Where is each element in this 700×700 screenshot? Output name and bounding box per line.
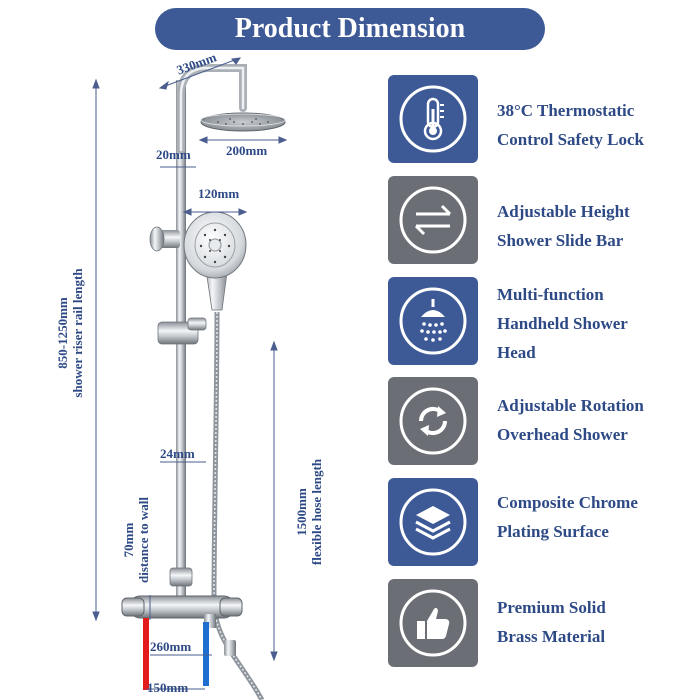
hose-length-value: 1500mm — [294, 488, 309, 536]
feature-icon-tile — [388, 377, 478, 465]
page-title: Product Dimension — [155, 8, 545, 50]
rotate-icon — [399, 387, 467, 455]
handheld-diameter-label: 120mm — [198, 186, 240, 201]
feature-line: Adjustable Height — [497, 202, 630, 221]
feature-3-text: Multi-function Handheld Shower Head — [497, 280, 697, 367]
feature-6-text: Premium Solid Brass Material — [497, 593, 697, 651]
rail-length-label: 850-1250mm shower riser rail length — [55, 223, 85, 443]
hose-length-label: 1500mm flexible hose length — [294, 437, 324, 587]
shower-system-illustration — [92, 57, 288, 700]
head-diameter-label: 200mm — [226, 143, 268, 158]
outlet-spacing-label: 260mm — [150, 639, 192, 654]
inlet-spacing-label: 150mm — [147, 680, 189, 695]
feature-line: Plating Surface — [497, 522, 609, 541]
feature-line: Brass Material — [497, 627, 606, 646]
feature-line: Adjustable Rotation — [497, 396, 644, 415]
feature-icon-tile — [388, 176, 478, 264]
rail-length-value: 850-1250mm — [55, 297, 70, 369]
feature-line: Shower Slide Bar — [497, 231, 624, 250]
feature-5-text: Composite Chrome Plating Surface — [497, 488, 697, 546]
layers-icon — [399, 488, 467, 556]
arm-offset-label: 20mm — [156, 147, 191, 162]
feature-4-text: Adjustable Rotation Overhead Shower — [497, 391, 697, 449]
feature-line: Head — [497, 343, 536, 362]
feature-line: Handheld Shower — [497, 314, 628, 333]
feature-line: 38°C Thermostatic — [497, 101, 635, 120]
feature-line: Composite Chrome — [497, 493, 638, 512]
feature-line: Multi-function — [497, 285, 604, 304]
adjust-arrows-icon — [399, 186, 467, 254]
flexible-hose — [211, 311, 265, 700]
hose-length-caption: flexible hose length — [309, 458, 324, 566]
wall-distance-label: 70mm distance to wall — [121, 480, 151, 600]
feature-line: Control Safety Lock — [497, 130, 645, 149]
overhead-shower-head — [200, 112, 286, 132]
feature-icon-tile — [388, 579, 478, 667]
feature-icon-tile — [388, 75, 478, 163]
feature-1-text: 38°C Thermostatic Control Safety Lock — [497, 96, 697, 154]
rail-length-caption: shower riser rail length — [70, 268, 85, 398]
feature-icon-tile — [388, 277, 478, 365]
handheld-shower-head — [183, 211, 247, 311]
feature-2-text: Adjustable Height Shower Slide Bar — [497, 197, 697, 255]
feature-line: Premium Solid — [497, 598, 606, 617]
thermostatic-mixer — [121, 595, 243, 656]
shower-head-icon — [399, 287, 467, 355]
feature-icon-tile — [388, 478, 478, 566]
wall-distance-value: 70mm — [121, 522, 136, 558]
thumbs-up-icon — [399, 589, 467, 657]
feature-line: Overhead Shower — [497, 425, 628, 444]
overhead-arm — [177, 64, 247, 154]
hot-inlet — [143, 618, 149, 690]
cold-inlet — [203, 622, 209, 686]
rail-diameter-label: 24mm — [160, 446, 195, 461]
wall-distance-caption: distance to wall — [136, 497, 151, 583]
thermometer-icon — [399, 85, 467, 153]
